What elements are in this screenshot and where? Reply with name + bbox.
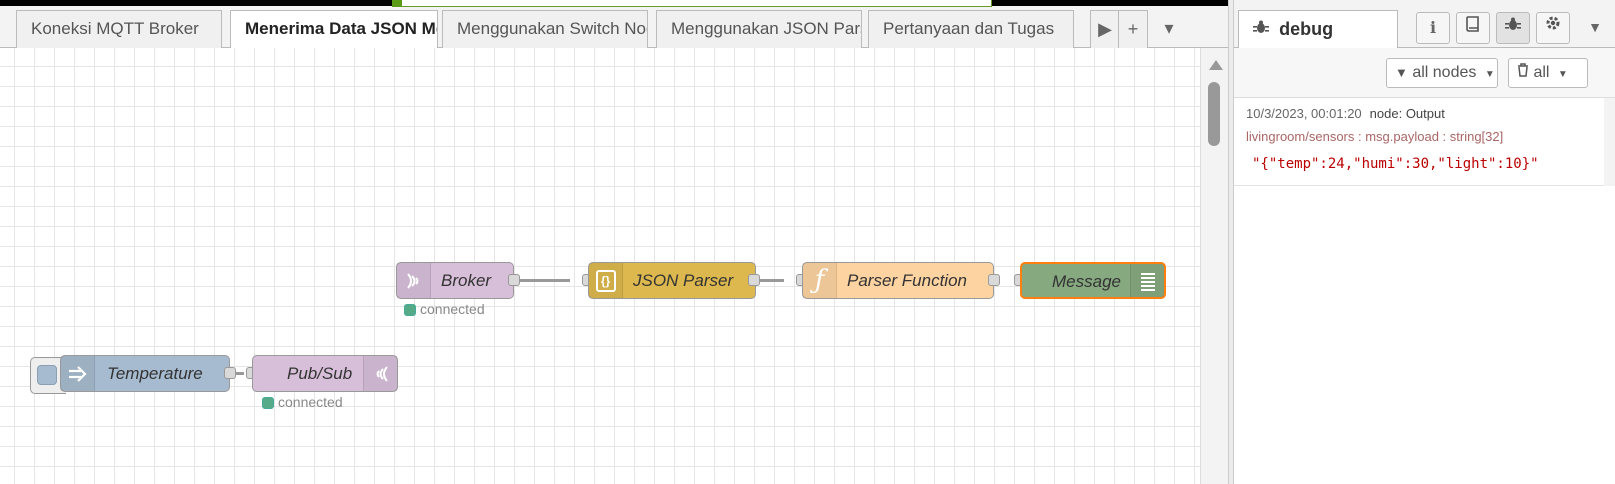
function-icon: ƒ	[803, 263, 837, 298]
book-icon	[1465, 16, 1481, 36]
clear-messages-dropdown[interactable]: all ▼	[1508, 58, 1588, 88]
node-temperature-output-port[interactable]	[224, 367, 236, 379]
debug-list-icon	[1130, 264, 1164, 297]
workspace-tabbar: Koneksi MQTT Broker Menerima Data JSON M…	[0, 0, 1228, 49]
chevron-down-icon: ▼	[1557, 69, 1568, 80]
sidebar-resize-handle[interactable]	[1228, 0, 1234, 484]
gear-icon	[1544, 16, 1562, 36]
bug-icon	[1253, 20, 1273, 39]
flow-menu-button[interactable]: ▾	[1164, 18, 1174, 38]
debug-scrollbar[interactable]	[1604, 98, 1615, 186]
filter-nodes-dropdown[interactable]: ▼ all nodes ▼	[1386, 58, 1498, 88]
tab-menggunakan-json-parser[interactable]: Menggunakan JSON Parser	[656, 10, 862, 48]
node-json-output-port[interactable]	[748, 274, 760, 286]
settings-button[interactable]	[1536, 12, 1570, 44]
mqtt-icon	[363, 356, 397, 391]
tab-menerima-data-json[interactable]: Menerima Data JSON Melalui MQTT	[230, 10, 438, 49]
inject-arrow-icon	[61, 356, 95, 391]
chevron-down-icon: ▼	[1588, 19, 1602, 35]
message-meta: 10/3/2023, 00:01:20 node: Output	[1246, 106, 1445, 121]
tab-debug[interactable]: debug	[1238, 10, 1398, 49]
node-message[interactable]: Message	[1020, 262, 1166, 299]
status-dot	[404, 304, 416, 316]
bug-icon	[1505, 17, 1521, 36]
flow-canvas[interactable]: Broker connected {} JSON Parser ƒ Parser…	[0, 48, 1200, 484]
scroll-up-arrow-icon[interactable]	[1209, 60, 1223, 70]
status-dot	[262, 397, 274, 409]
tab-menggunakan-switch-node[interactable]: Menggunakan Switch Node	[442, 10, 648, 48]
node-label: JSON Parser	[633, 271, 734, 290]
info-button[interactable]: i	[1416, 12, 1450, 44]
node-json-parser[interactable]: {} JSON Parser	[588, 262, 756, 299]
node-function-output-port[interactable]	[988, 274, 1000, 286]
trash-icon	[1517, 63, 1529, 81]
status-text: connected	[420, 301, 485, 317]
inject-button-square	[37, 365, 57, 385]
node-broker-output-port[interactable]	[508, 274, 520, 286]
filter-nodes-label: all nodes	[1412, 64, 1477, 81]
notification-banner	[392, 0, 992, 7]
status-text: connected	[278, 394, 343, 410]
help-button[interactable]	[1456, 12, 1490, 44]
message-node-link[interactable]: node: Output	[1369, 106, 1445, 121]
message-timestamp: 10/3/2023, 00:01:20	[1246, 106, 1362, 121]
json-icon: {}	[589, 263, 623, 298]
node-label: Broker	[441, 271, 492, 290]
node-label: Temperature	[107, 364, 203, 383]
canvas-scrollbar[interactable]	[1200, 48, 1228, 484]
node-pubsub-status: connected	[262, 394, 343, 410]
message-topic: livingroom/sensors : msg.payload : strin…	[1246, 129, 1504, 144]
node-label: Pub/Sub	[287, 364, 353, 383]
wire-json-function	[742, 279, 784, 282]
add-flow-button[interactable]: +	[1118, 10, 1148, 48]
chevron-down-icon: ▼	[1484, 69, 1495, 80]
debug-toolbar: ▼ all nodes ▼ all ▼	[1234, 48, 1615, 98]
debug-sidebar: debug i ▼ ▼ all nodes ▼ all ▼	[1234, 0, 1615, 484]
node-temperature[interactable]: Temperature	[60, 355, 230, 392]
notification-accent	[392, 0, 402, 7]
node-label: Message	[1052, 272, 1121, 291]
sidebar-menu-button[interactable]: ▼	[1580, 12, 1610, 44]
tab-pertanyaan-dan-tugas[interactable]: Pertanyaan dan Tugas	[868, 10, 1074, 48]
info-icon: i	[1429, 18, 1437, 37]
wire-broker-json	[508, 279, 570, 282]
debug-button[interactable]	[1496, 12, 1530, 44]
tab-scroll-right-button[interactable]: ▶	[1090, 10, 1120, 48]
node-broker[interactable]: Broker	[396, 262, 514, 299]
node-label: Parser Function	[847, 271, 967, 290]
clear-label: all	[1533, 64, 1550, 81]
wire-temperature-pubsub	[228, 372, 244, 375]
tab-koneksi-mqtt-broker[interactable]: Koneksi MQTT Broker	[16, 10, 222, 48]
scrollbar-thumb[interactable]	[1208, 82, 1220, 146]
node-broker-status: connected	[404, 301, 485, 317]
node-pubsub[interactable]: Pub/Sub	[252, 355, 398, 392]
mqtt-icon	[397, 263, 431, 298]
debug-message[interactable]: 10/3/2023, 00:01:20 node: Output livingro…	[1234, 98, 1604, 186]
filter-icon: ▼	[1395, 65, 1408, 80]
node-parser-function[interactable]: ƒ Parser Function	[802, 262, 994, 299]
tab-debug-label: debug	[1279, 19, 1334, 39]
sidebar-header: debug i ▼	[1234, 0, 1615, 49]
message-payload[interactable]: "{"temp":24,"humi":30,"light":10}"	[1252, 156, 1539, 172]
